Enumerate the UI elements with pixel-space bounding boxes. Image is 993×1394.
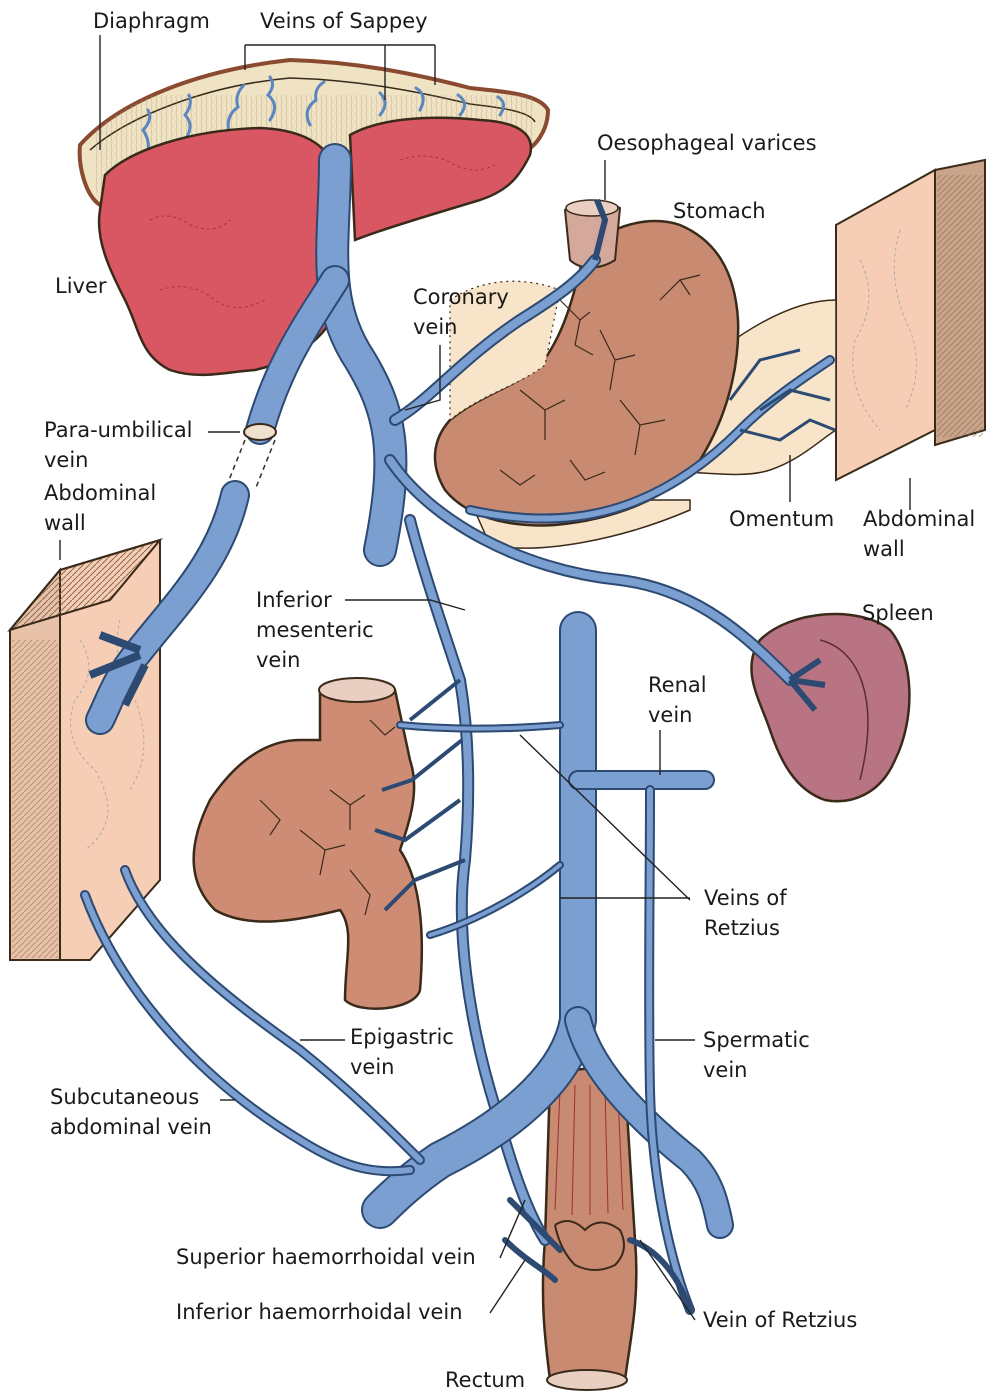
label-spermatic-line2: vein [703, 1058, 748, 1082]
label-para-umbilical-line2: vein [44, 448, 89, 472]
label-renal-vein-line2: vein [648, 703, 693, 727]
label-veins-of-retzius-line2: Retzius [704, 916, 780, 940]
sigmoid-colon [194, 678, 422, 1009]
label-subcutaneous-line2: abdominal vein [50, 1115, 212, 1139]
label-omentum: Omentum [729, 507, 834, 531]
label-para-umbilical-line1: Para-umbilical [44, 418, 193, 442]
label-vein-of-retzius: Vein of Retzius [703, 1308, 857, 1332]
label-inferior-mesenteric-line3: vein [256, 648, 301, 672]
label-abdominal-wall-right-line2: wall [863, 537, 905, 561]
label-subcutaneous-line1: Subcutaneous [50, 1085, 199, 1109]
label-coronary-vein-line1: Coronary [413, 285, 509, 309]
label-liver: Liver [55, 274, 107, 298]
label-veins-of-sappey: Veins of Sappey [260, 9, 428, 33]
label-oesophageal-varices: Oesophageal varices [597, 131, 817, 155]
label-inferior-mesenteric-line2: mesenteric [256, 618, 374, 642]
label-epigastric-line1: Epigastric [350, 1025, 454, 1049]
label-stomach: Stomach [673, 199, 766, 223]
label-superior-haemorrhoidal: Superior haemorrhoidal vein [176, 1245, 476, 1269]
abdominal-wall-right-face [836, 170, 935, 480]
label-abdominal-wall-right-line1: Abdominal [863, 507, 975, 531]
liver-right-lobe [350, 118, 531, 240]
spleen [751, 614, 909, 801]
label-veins-of-retzius-line1: Veins of [704, 886, 787, 910]
label-abdominal-wall-left-line2: wall [44, 511, 86, 535]
abdominal-wall-right [836, 160, 985, 480]
stomach [435, 200, 738, 525]
label-epigastric-line2: vein [350, 1055, 395, 1079]
veins-of-retzius-lower [430, 865, 560, 935]
label-spermatic-line1: Spermatic [703, 1028, 810, 1052]
label-inferior-haemorrhoidal: Inferior haemorrhoidal vein [176, 1300, 463, 1324]
label-inferior-mesenteric-line1: Inferior [256, 588, 332, 612]
label-coronary-vein-line2: vein [413, 315, 458, 339]
label-rectum: Rectum [445, 1368, 525, 1392]
colon-shape [194, 690, 422, 1009]
label-spleen: Spleen [862, 601, 934, 625]
label-diaphragm: Diaphragm [93, 9, 210, 33]
label-abdominal-wall-left-line1: Abdominal [44, 481, 156, 505]
spleen-shape [751, 614, 909, 801]
label-renal-vein-line1: Renal [648, 673, 707, 697]
